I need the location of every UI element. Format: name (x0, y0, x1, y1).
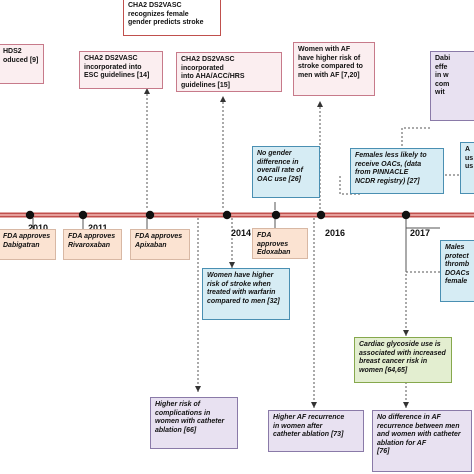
event-warfarin-stroke-risk: Women have higher risk of stroke when tr… (202, 268, 290, 320)
event-cha2ds2vasc-female-gender: CHA2 DS2VASC recognizes female gender pr… (123, 0, 221, 36)
event-fda-apixaban: FDA approves Apixaban (130, 229, 190, 260)
year-marker-2012 (145, 210, 155, 220)
year-label-2011: 2011 (88, 223, 108, 233)
event-women-higher-stroke-risk-af: Women with AF have higher risk of stroke… (293, 42, 375, 96)
event-esc-guidelines: CHA2 DS2VASC incorporated into ESC guide… (79, 51, 163, 89)
event-chads2-introduced: HDS2 oduced [9] (0, 44, 44, 84)
event-ablation-complications: Higher risk of complications in women wi… (150, 397, 238, 449)
year-markers (25, 210, 411, 220)
solid-connectors (32, 202, 440, 229)
year-marker-2014 (222, 210, 232, 220)
event-aha-acc-hrs-guidelines: CHA2 DS2VASC incorporated into AHA/ACC/H… (176, 52, 282, 92)
year-marker-2011 (78, 210, 88, 220)
event-no-difference-recurrence: No difference in AF recurrence between m… (372, 410, 472, 472)
event-no-gender-difference-oac: No gender difference in overall rate of … (252, 146, 320, 198)
event-af-recurrence-ablation: Higher AF recurrence in women after cath… (268, 410, 364, 452)
year-label-2010: 2010 (28, 223, 49, 233)
year-label-2014: 2014 (231, 228, 252, 238)
year-marker-2016 (316, 210, 326, 220)
event-fda-edoxaban: FDA approves Edoxaban (252, 228, 308, 259)
event-fda-dabigatran: FDA approves Dabigatran (0, 229, 56, 260)
year-marker-2010 (25, 210, 35, 220)
year-marker-2015 (271, 210, 281, 220)
arrowheads (144, 88, 409, 408)
year-label-2017: 2017 (410, 228, 431, 238)
event-cardiac-glycoside-cancer: Cardiac glycoside use is associated with… (354, 337, 452, 383)
event-right-cut-box: A us us (460, 142, 474, 194)
event-fda-rivaroxaban: FDA approves Rivaroxaban (63, 229, 122, 260)
event-males-protected-doacs: Males protect thromb DOACs female (440, 240, 474, 302)
event-dabigatran-effect-women: Dabi effe in w com wit (430, 51, 474, 121)
year-label-2016: 2016 (325, 228, 346, 238)
event-females-less-likely-oac: Females less likely to receive OACs, (da… (350, 148, 444, 194)
year-marker-2017 (401, 210, 411, 220)
